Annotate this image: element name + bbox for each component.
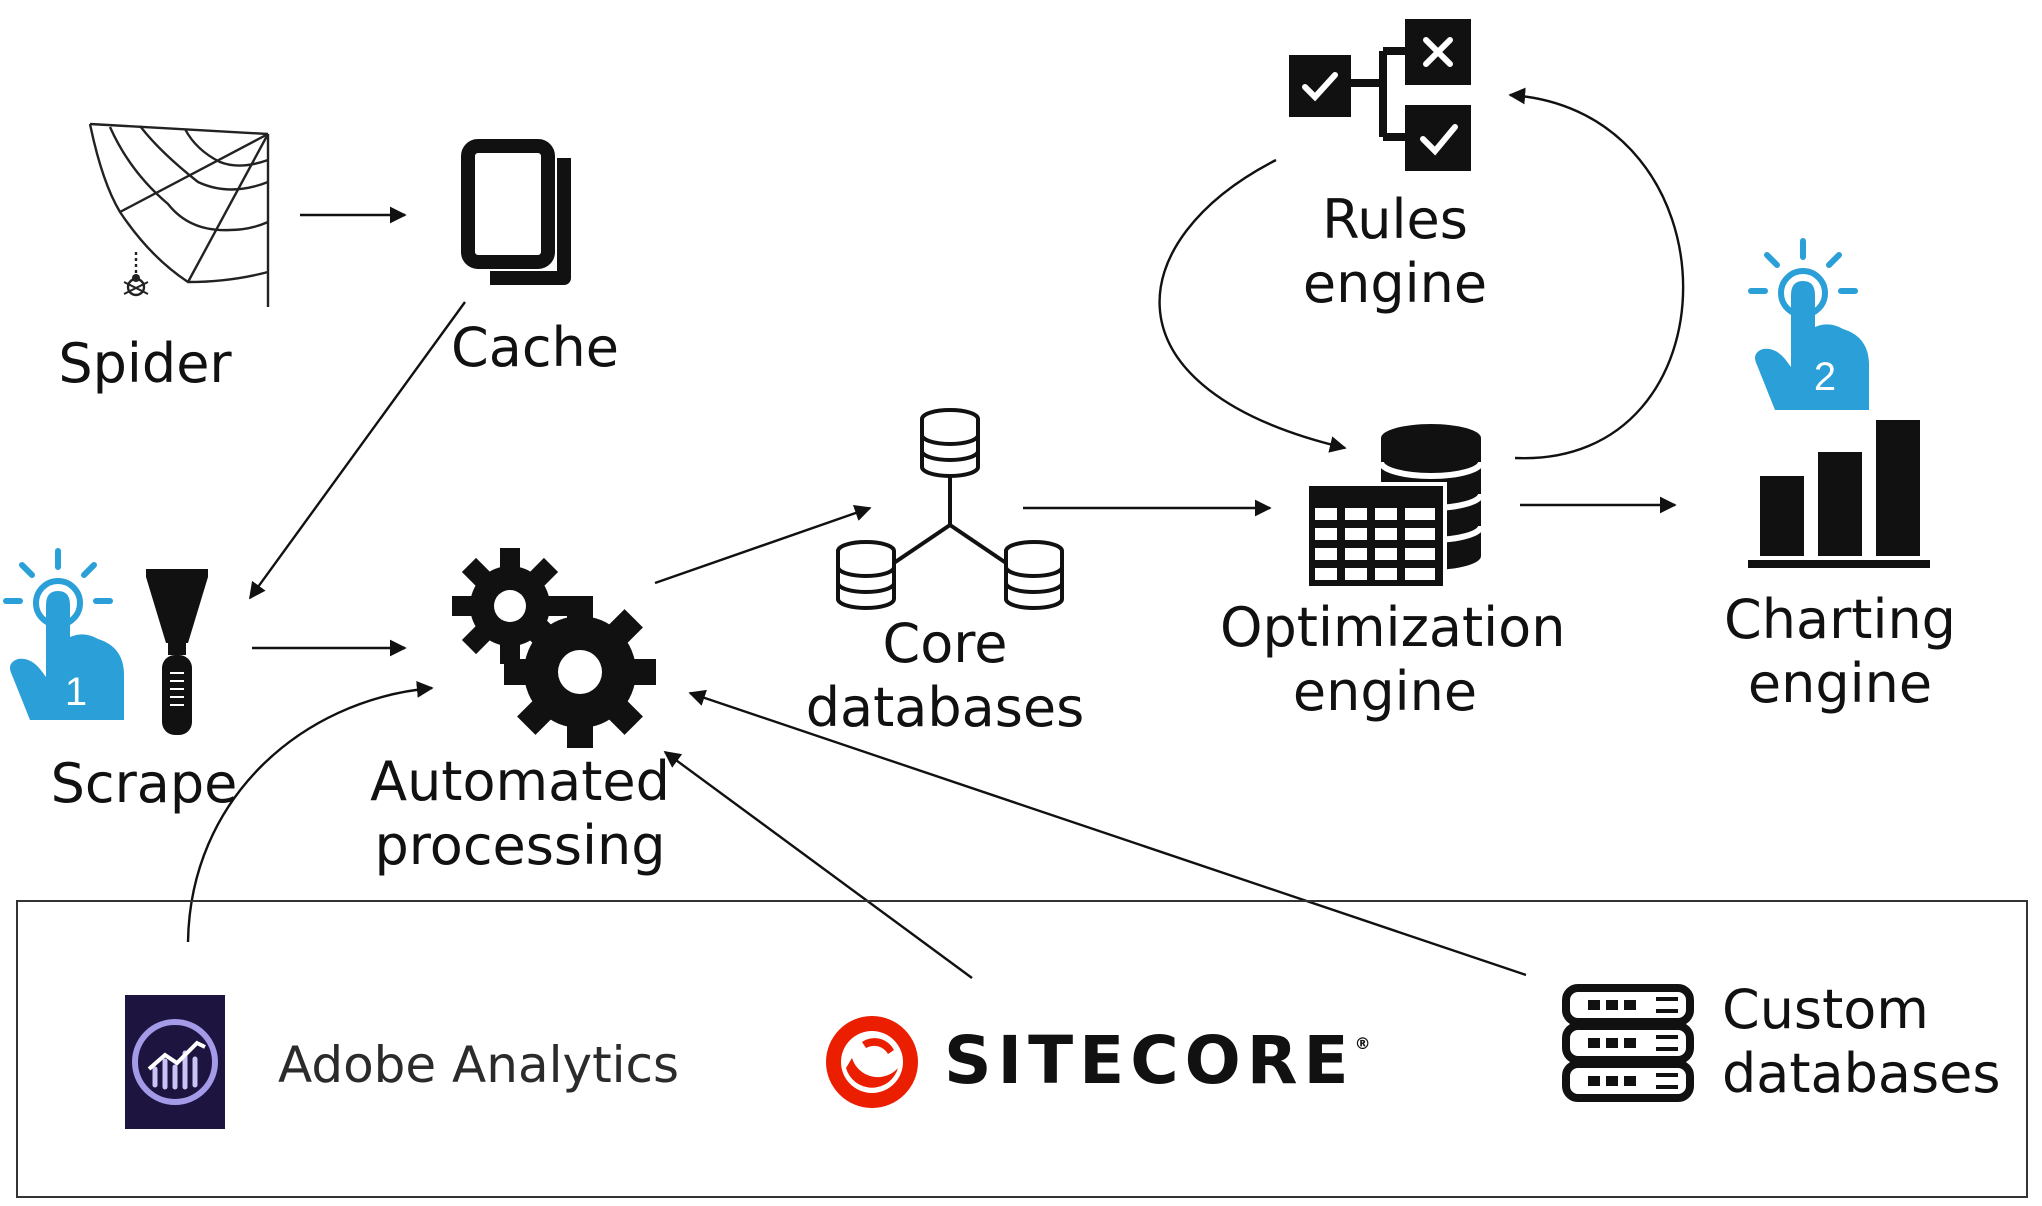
gears-icon [452, 548, 656, 748]
node-label-automated-processing: Automated processing [370, 750, 670, 877]
node-label-optimization-engine: Optimization engine [1220, 596, 1566, 723]
arrow-cache-scrape [249, 301, 466, 600]
server-database-icon [1562, 984, 1694, 1102]
database-table-icon [1305, 424, 1484, 590]
node-label-core-databases: Core databases [805, 612, 1085, 739]
arrow-processing-core [654, 505, 872, 585]
node-label-rules-engine: Rules engine [1302, 188, 1488, 315]
decision-tree-icon [1289, 19, 1471, 171]
arrow-sitecore-processing [663, 751, 973, 979]
arrow-rules-optimization [1158, 158, 1347, 453]
copy-pages-icon [461, 139, 571, 285]
arrow-adobe-processing [186, 681, 434, 943]
arrow-custom-processing [688, 689, 1527, 977]
adobe-analytics-label: Adobe Analytics [278, 1036, 680, 1094]
spider-web-icon [88, 122, 270, 307]
touch-marker-number: 2 [1814, 355, 1836, 399]
distributed-database-icon [836, 408, 1064, 610]
bar-chart-icon [1748, 420, 1930, 568]
sitecore-wordmark: SITECORE [944, 1022, 1355, 1099]
touch-marker-number: 1 [65, 670, 87, 714]
node-label-cache: Cache [451, 316, 619, 379]
tap-hand-icon: 1 [3, 548, 124, 720]
sitecore-label: SITECORE® [944, 1022, 1371, 1099]
node-label-scrape: Scrape [50, 752, 238, 815]
data-sources-panel [16, 900, 2028, 1198]
custom-databases-label: Custom databases [1722, 978, 2001, 1105]
node-label-charting-engine: Charting engine [1724, 588, 1956, 715]
adobe-analytics-logo [125, 995, 225, 1129]
scraper-tool-icon [146, 569, 208, 735]
node-label-spider: Spider [58, 332, 232, 395]
tap-hand-icon: 2 [1748, 238, 1869, 410]
sitecore-logo [826, 1016, 918, 1108]
registered-mark: ® [1354, 1034, 1371, 1053]
arrow-optimization-rules [1508, 87, 1685, 460]
